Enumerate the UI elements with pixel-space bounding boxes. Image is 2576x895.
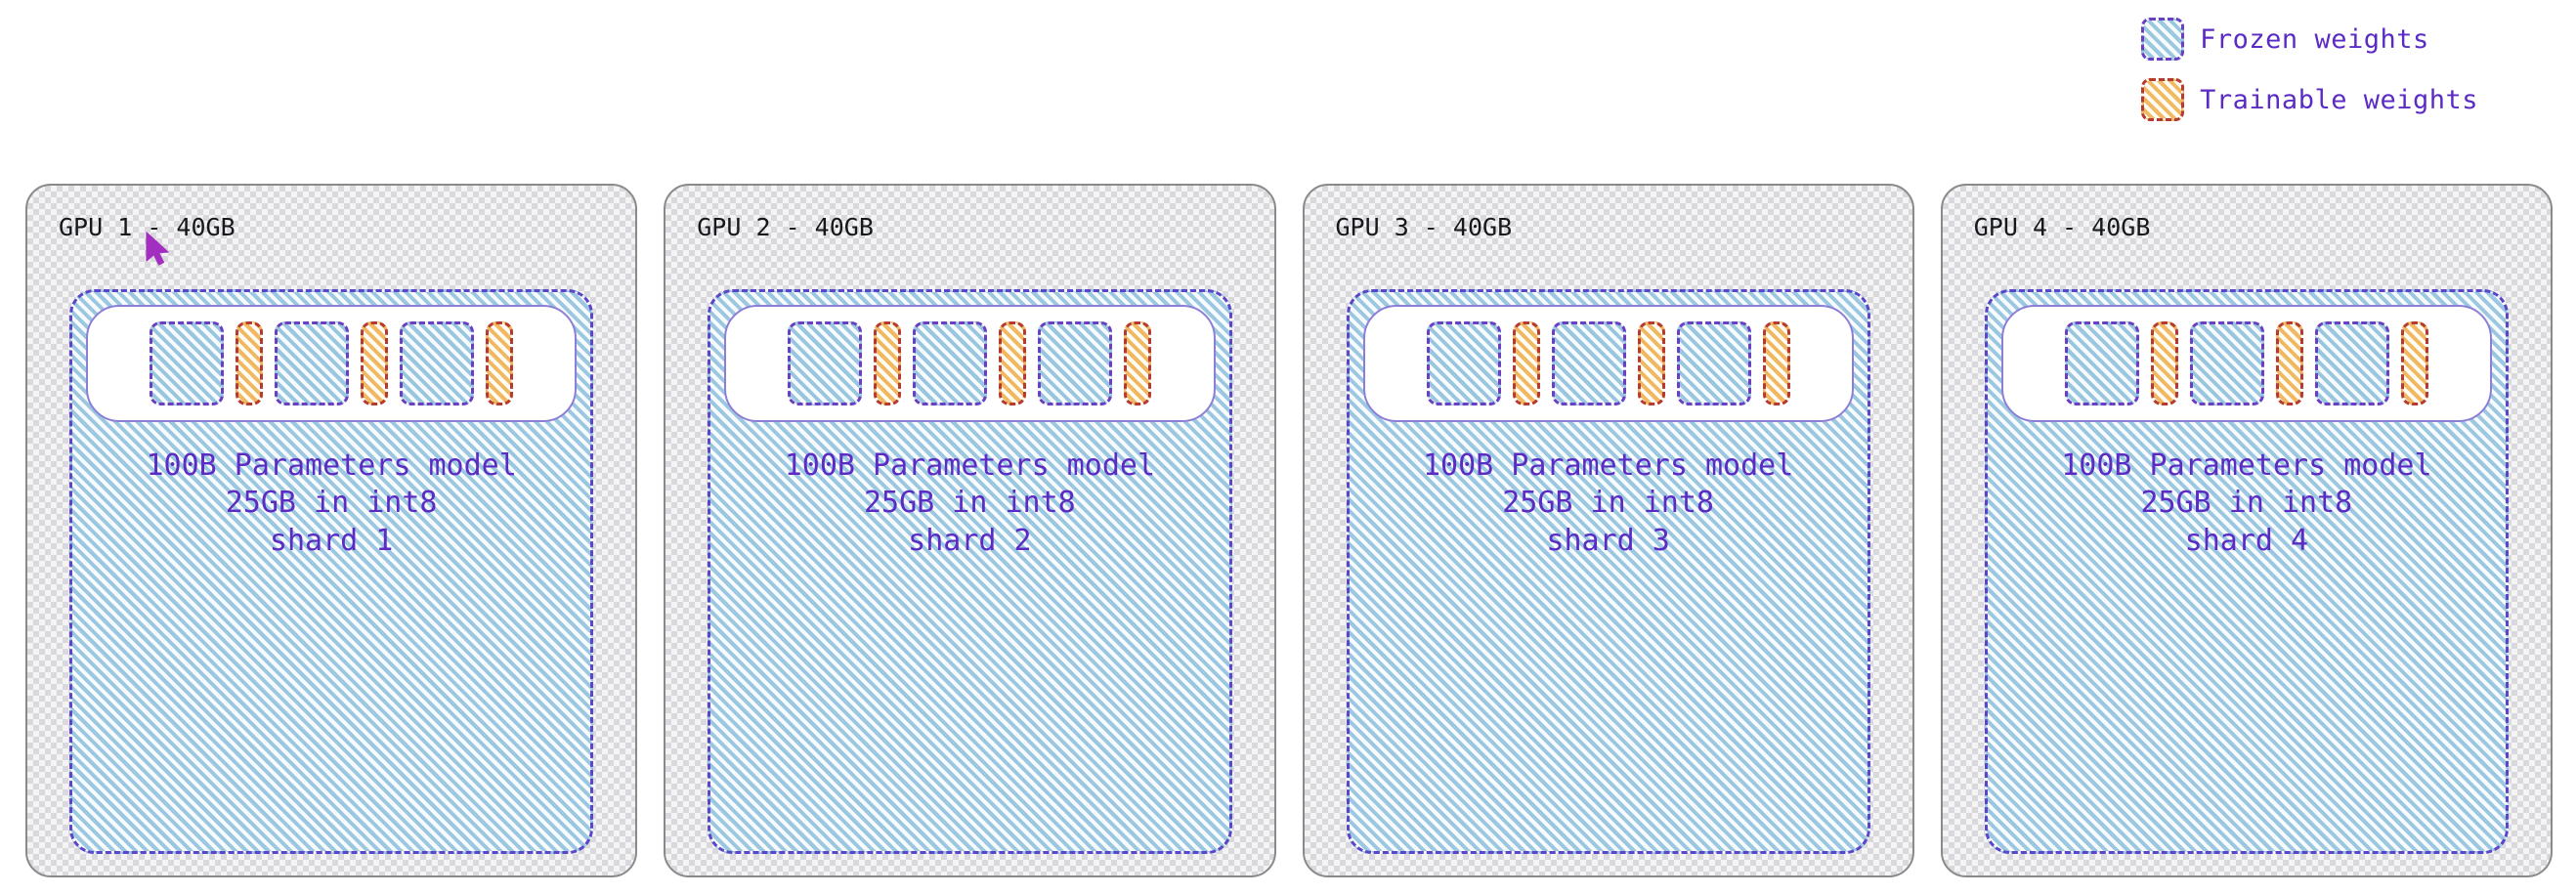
frozen-weight-block: [150, 321, 225, 405]
weight-block-strip-1: [86, 305, 578, 422]
shard-caption-line-3: shard 3: [1546, 523, 1670, 558]
trainable-weight-block: [1637, 321, 1665, 405]
gpu-card-4: GPU 4 - 40GB 100B Parameters model 25GB …: [1940, 184, 2553, 877]
model-shard-box-1: 100B Parameters model 25GB in int8 shard…: [69, 289, 594, 854]
gpu-title-2: GPU 2 - 40GB: [697, 213, 874, 241]
trainable-weight-block: [874, 321, 902, 405]
shard-caption-line-2: 25GB in int8: [225, 486, 438, 521]
trainable-weight-block: [1762, 321, 1790, 405]
weight-block-strip-4: [2000, 305, 2492, 422]
shard-caption-3: 100B Parameters model 25GB in int8 shard…: [1423, 448, 1793, 560]
trainable-weight-block: [1512, 321, 1540, 405]
frozen-weights-swatch-icon: [2141, 18, 2185, 61]
gpu-card-row: GPU 1 - 40GB 100B Parameters model 25GB …: [25, 184, 2553, 877]
shard-caption-line-2: 25GB in int8: [1502, 486, 1714, 521]
trainable-weights-swatch-icon: [2141, 78, 2185, 121]
model-shard-box-3: 100B Parameters model 25GB in int8 shard…: [1346, 289, 1870, 854]
shard-caption-line-1: 100B Parameters model: [1422, 448, 1794, 483]
gpu-title-3: GPU 3 - 40GB: [1335, 213, 1513, 241]
trainable-weight-block: [2150, 321, 2178, 405]
frozen-weight-block: [2189, 321, 2264, 405]
model-shard-box-2: 100B Parameters model 25GB in int8 shard…: [708, 289, 1232, 854]
frozen-weight-block: [1038, 321, 1113, 405]
legend-item-trainable: Trainable weights: [2141, 78, 2478, 121]
gpu-title-1: GPU 1 - 40GB: [59, 213, 236, 241]
shard-caption-line-3: shard 2: [908, 523, 1032, 558]
legend: Frozen weights Trainable weights: [2141, 18, 2478, 121]
frozen-weight-block: [2314, 321, 2389, 405]
shard-caption-line-1: 100B Parameters model: [2061, 448, 2432, 483]
gpu-card-3: GPU 3 - 40GB 100B Parameters model 25GB …: [1302, 184, 1914, 877]
frozen-weight-block: [1676, 321, 1751, 405]
legend-label-frozen: Frozen weights: [2200, 23, 2429, 55]
frozen-weight-block: [1426, 321, 1501, 405]
shard-caption-line-1: 100B Parameters model: [784, 448, 1156, 483]
frozen-weight-block: [400, 321, 475, 405]
shard-caption-line-1: 100B Parameters model: [146, 448, 517, 483]
trainable-weight-block: [486, 321, 514, 405]
frozen-weight-block: [275, 321, 350, 405]
frozen-weight-block: [2064, 321, 2139, 405]
gpu-card-2: GPU 2 - 40GB 100B Parameters model 25GB …: [664, 184, 1276, 877]
trainable-weight-block: [2400, 321, 2428, 405]
trainable-weight-block: [236, 321, 264, 405]
shard-caption-line-2: 25GB in int8: [863, 486, 1076, 521]
trainable-weight-block: [361, 321, 389, 405]
weight-block-strip-3: [1362, 305, 1854, 422]
weight-block-strip-2: [724, 305, 1216, 422]
frozen-weight-block: [913, 321, 988, 405]
shard-caption-line-2: 25GB in int8: [2140, 486, 2353, 521]
gpu-title-4: GPU 4 - 40GB: [1973, 213, 2151, 241]
frozen-weight-block: [788, 321, 863, 405]
shard-caption-2: 100B Parameters model 25GB in int8 shard…: [785, 448, 1155, 560]
shard-caption-1: 100B Parameters model 25GB in int8 shard…: [146, 448, 516, 560]
gpu-card-1: GPU 1 - 40GB 100B Parameters model 25GB …: [25, 184, 638, 877]
shard-caption-4: 100B Parameters model 25GB in int8 shard…: [2061, 448, 2431, 560]
legend-label-trainable: Trainable weights: [2200, 84, 2478, 115]
trainable-weight-block: [1124, 321, 1152, 405]
shard-caption-line-3: shard 4: [2184, 523, 2309, 558]
shard-caption-line-3: shard 1: [269, 523, 394, 558]
model-shard-box-4: 100B Parameters model 25GB in int8 shard…: [1984, 289, 2509, 854]
trainable-weight-block: [2275, 321, 2303, 405]
frozen-weight-block: [1551, 321, 1626, 405]
legend-item-frozen: Frozen weights: [2141, 18, 2429, 61]
trainable-weight-block: [999, 321, 1027, 405]
